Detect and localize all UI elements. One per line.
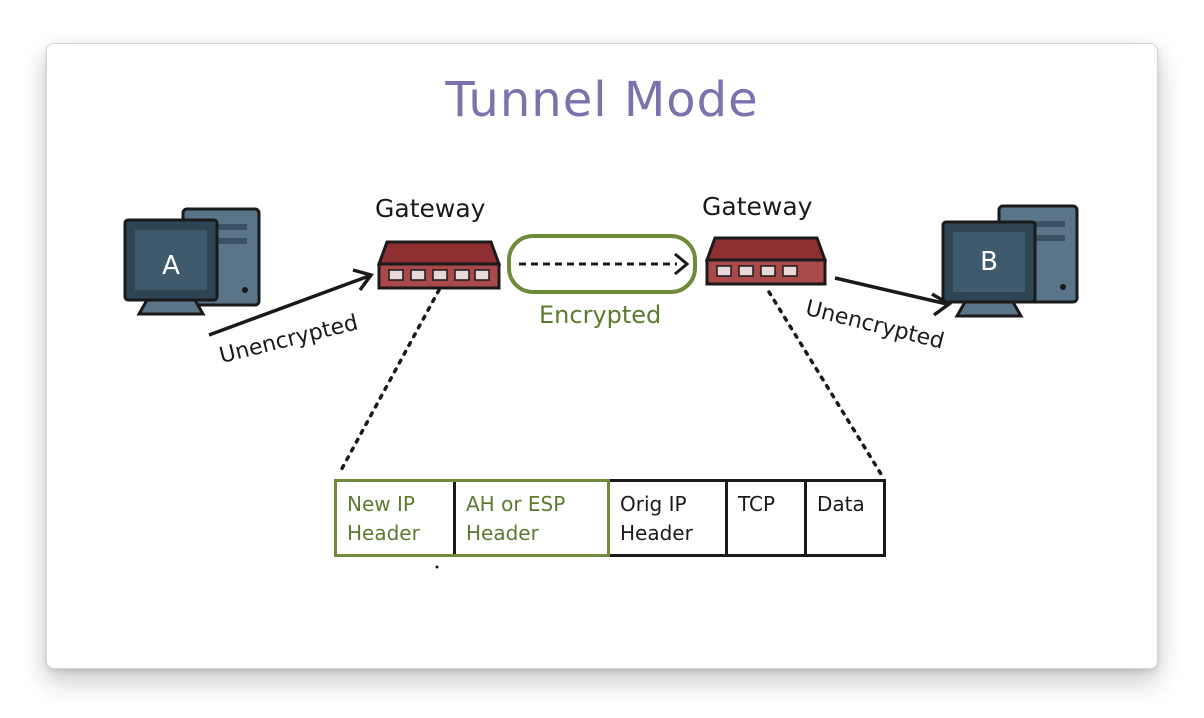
computer-b: B — [941, 204, 1079, 318]
left-dotted-connector — [337, 288, 441, 476]
gateway-left — [376, 240, 502, 290]
computer-a: A — [123, 207, 261, 316]
packet-field-ah-esp-header: AH or ESP Header — [456, 482, 610, 554]
stray-dot — [435, 565, 439, 569]
encrypted-tunnel — [507, 234, 697, 294]
slide: Tunnel Mode A B — [46, 43, 1158, 669]
gateway-right-label: Gateway — [702, 192, 813, 221]
packet-field-line: Header — [466, 521, 539, 545]
packet-field-line: New IP — [347, 492, 415, 516]
packet-field-line: Data — [817, 492, 865, 516]
left-arrow-head — [352, 268, 374, 292]
left-unencrypted-arrow — [208, 274, 370, 337]
right-unencrypted-arrow — [834, 276, 948, 306]
packet-field-line: Header — [347, 521, 420, 545]
right-arrow-head — [931, 292, 953, 317]
gateway-left-label: Gateway — [375, 194, 486, 223]
tunnel-arrow-head — [674, 252, 690, 276]
encrypted-label: Encrypted — [539, 301, 662, 329]
packet-field-data: Data — [807, 482, 883, 554]
packet-field-new-ip-header: New IP Header — [337, 482, 456, 554]
computer-a-letter: A — [162, 251, 180, 281]
packet-field-line: TCP — [738, 492, 776, 516]
packet-field-line: Header — [620, 521, 693, 545]
packet-field-line: Orig IP — [620, 492, 687, 516]
gateway-right — [704, 236, 828, 286]
packet-field-orig-ip-header: Orig IP Header — [610, 482, 728, 554]
packet-field-tcp: TCP — [728, 482, 807, 554]
diagram-title: Tunnel Mode — [445, 72, 759, 128]
network-diagram: A B — [123, 204, 1079, 569]
tunnel-packet: New IP Header AH or ESP Header Orig IP H… — [334, 479, 886, 557]
computer-b-letter: B — [980, 247, 998, 277]
packet-field-line: AH or ESP — [466, 492, 566, 516]
